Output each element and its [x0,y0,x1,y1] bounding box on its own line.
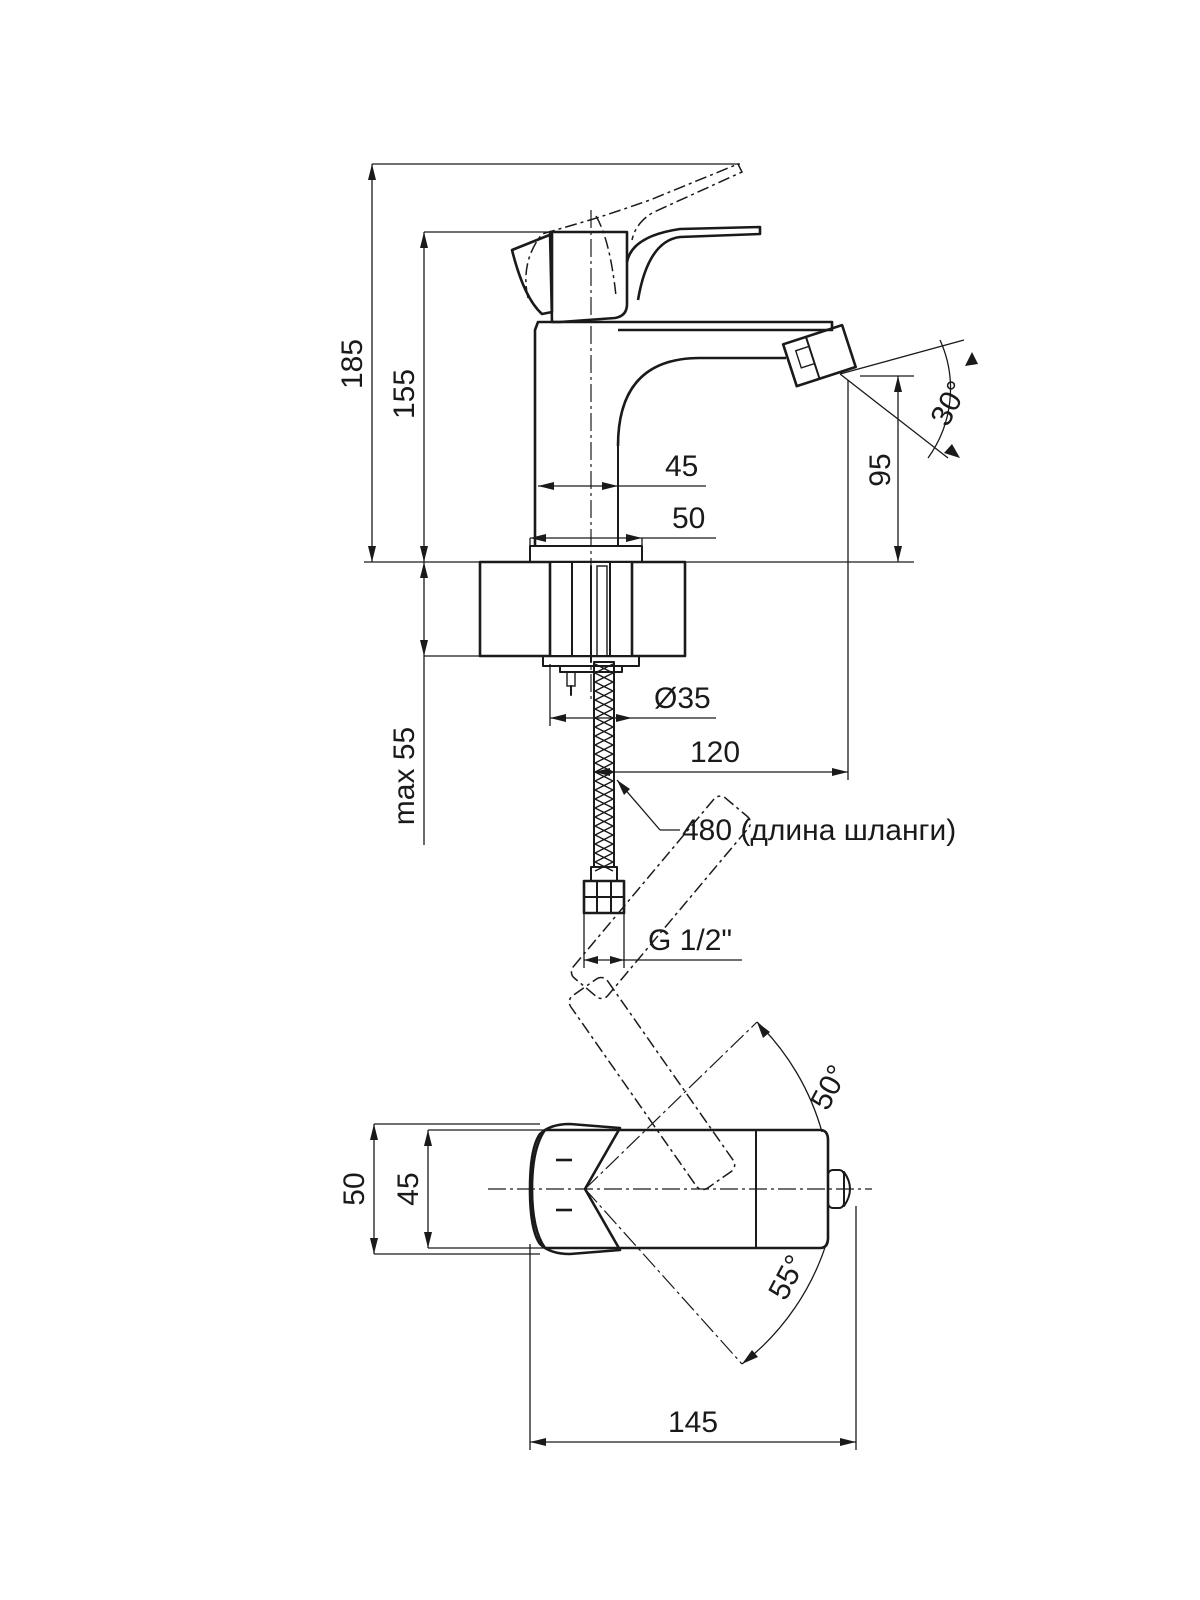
side-view: 185 155 max 55 95 [336,163,978,968]
dim-rotation-right: 55° [741,1237,829,1365]
dim-body-width: 45 [538,450,706,490]
dim-total-height: 185 [336,163,740,562]
lever-height-label: 155 [388,369,421,419]
countertop-section [478,560,687,696]
dim-hose-length: 480 (длина шланги) [616,779,956,847]
rotation-right-label: 55° [762,1250,812,1306]
spout-height-label: 95 [864,453,897,486]
spout-reach-label: 120 [690,736,740,769]
dim-max-deck: max 55 [388,562,480,845]
connection-thread-label: G 1/2" [648,924,732,957]
lever-top [528,1122,622,1256]
flex-hose [582,661,626,915]
dim-base-width: 50 [529,502,716,546]
body-width-label: 45 [665,450,698,483]
max-deck-label: max 55 [388,727,421,825]
rotation-axis-left [584,1021,758,1190]
top-view: 50° 55° 50 45 [338,795,872,1450]
thread-diameter-label: Ø35 [654,682,711,715]
total-height-label: 185 [336,339,369,389]
dim-spray-angle: 30° [839,339,978,459]
dim-connection-thread: G 1/2" [583,913,742,968]
dim-rotation-left: 50° [756,1021,855,1133]
lever-rotated-phantoms [568,795,752,1191]
lever-raised-phantom [525,163,744,299]
dim-spout-reach: 120 [593,380,849,780]
spray-head [781,323,858,388]
hose-length-label: 480 (длина шланги) [682,814,956,847]
spray-angle-label: 30° [924,376,974,432]
dim-top-body-width: 45 [392,1129,545,1249]
base-width-label: 50 [672,502,705,535]
top-total-length-label: 145 [668,1406,718,1439]
dim-top-total-length: 145 [529,1206,857,1450]
rotation-left-label: 50° [804,1060,854,1116]
top-total-width-label: 50 [338,1172,371,1205]
rotation-axis-right [584,1188,743,1365]
lever-handle [510,225,762,324]
dim-top-total-width: 50 [338,1123,540,1255]
dim-spout-height: 95 [860,375,914,562]
dim-lever-height: 155 [388,231,550,562]
top-body-width-label: 45 [392,1172,425,1205]
faucet-body [529,320,834,563]
dim-thread-diameter: Ø35 [549,664,716,726]
